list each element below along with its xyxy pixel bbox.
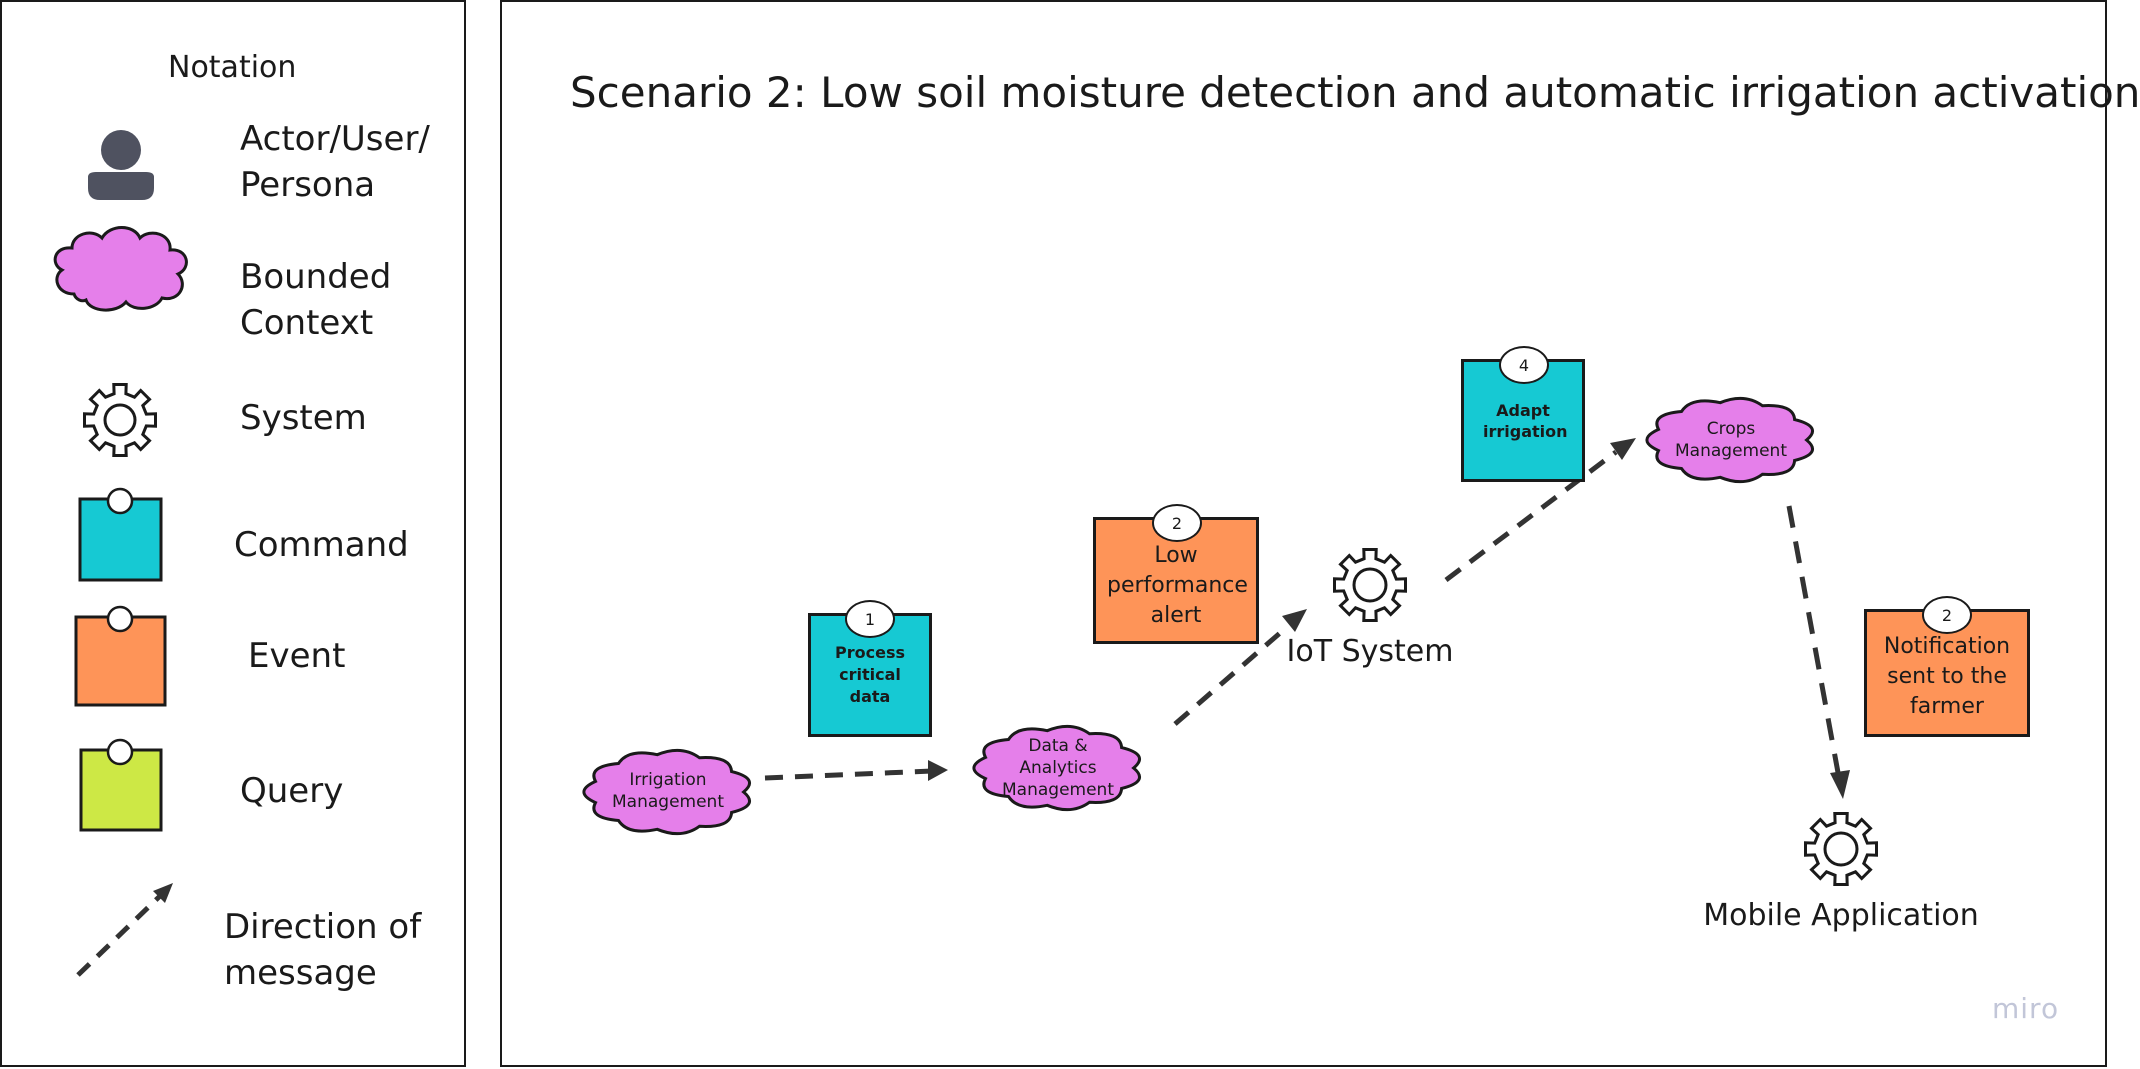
command-label: Process critical data	[835, 643, 905, 706]
arrow-head-4	[1830, 770, 1850, 799]
gear-icon	[83, 383, 157, 457]
command-sticky-icon	[78, 487, 163, 582]
legend-label-command: Command	[234, 525, 409, 565]
legend-label-query: Query	[240, 771, 344, 811]
arrow-head-3	[1610, 438, 1636, 460]
command-number-badge: 4	[1499, 346, 1549, 384]
legend-label-event: Event	[248, 636, 346, 676]
legend-title: Notation	[168, 50, 297, 85]
cloud-irrigation-management	[582, 748, 752, 836]
scenario-board: Scenario 2: Low soil moisture detection …	[500, 0, 2140, 1067]
cloud-label-irrigation: Irrigation Management	[612, 770, 724, 812]
system-label-mobile: Mobile Application	[1703, 898, 1979, 933]
command-label: Adapt irrigation	[1483, 400, 1568, 441]
event-number-badge: 2	[1152, 504, 1202, 542]
miro-watermark: miro	[1992, 992, 2060, 1025]
notation-legend-panel: Notation	[0, 0, 466, 1067]
scenario-title: Scenario 2: Low soil moisture detection …	[570, 68, 2140, 117]
event-label: Low performance alert	[1107, 542, 1248, 628]
command-number-badge: 1	[845, 600, 895, 638]
arrow-analytics-to-iot	[1173, 625, 1289, 726]
cloud-label-data-analytics: Data & Analytics Management	[1002, 736, 1114, 800]
query-sticky-icon	[79, 738, 163, 832]
system-label-iot: IoT System	[1286, 634, 1454, 669]
legend-label-actor: Actor/User/ Persona	[240, 119, 430, 205]
arrow-head-1	[928, 760, 948, 781]
legend-label-bounded-context: Bounded Context	[240, 257, 392, 343]
event-sticky-icon	[74, 605, 167, 707]
cloud-icon	[53, 226, 188, 312]
arrow-iot-to-crops	[1444, 450, 1618, 582]
event-label: Notification sent to the farmer	[1883, 634, 2011, 719]
cloud-label-crops: Crops Management	[1675, 419, 1787, 461]
arrow-head-2	[1282, 609, 1307, 632]
arrow-irrigation-to-analytics	[764, 768, 933, 781]
scenario-shapes	[582, 396, 1878, 886]
command-process-critical-data: Process critical data	[808, 613, 932, 737]
gear-icon-mobile	[1804, 812, 1878, 886]
arrow-crops-to-mobile	[1786, 505, 1842, 779]
legend-label-system: System	[240, 398, 367, 438]
cloud-data-analytics-management	[972, 724, 1142, 812]
legend-icons	[53, 130, 188, 977]
cloud-crops-management	[1645, 396, 1815, 484]
legend-label-direction: Direction of message	[224, 907, 422, 993]
event-number-badge: 2	[1922, 596, 1972, 634]
dashed-arrow-icon	[76, 883, 173, 977]
gear-icon-iot	[1333, 548, 1407, 622]
actor-icon	[88, 130, 154, 200]
